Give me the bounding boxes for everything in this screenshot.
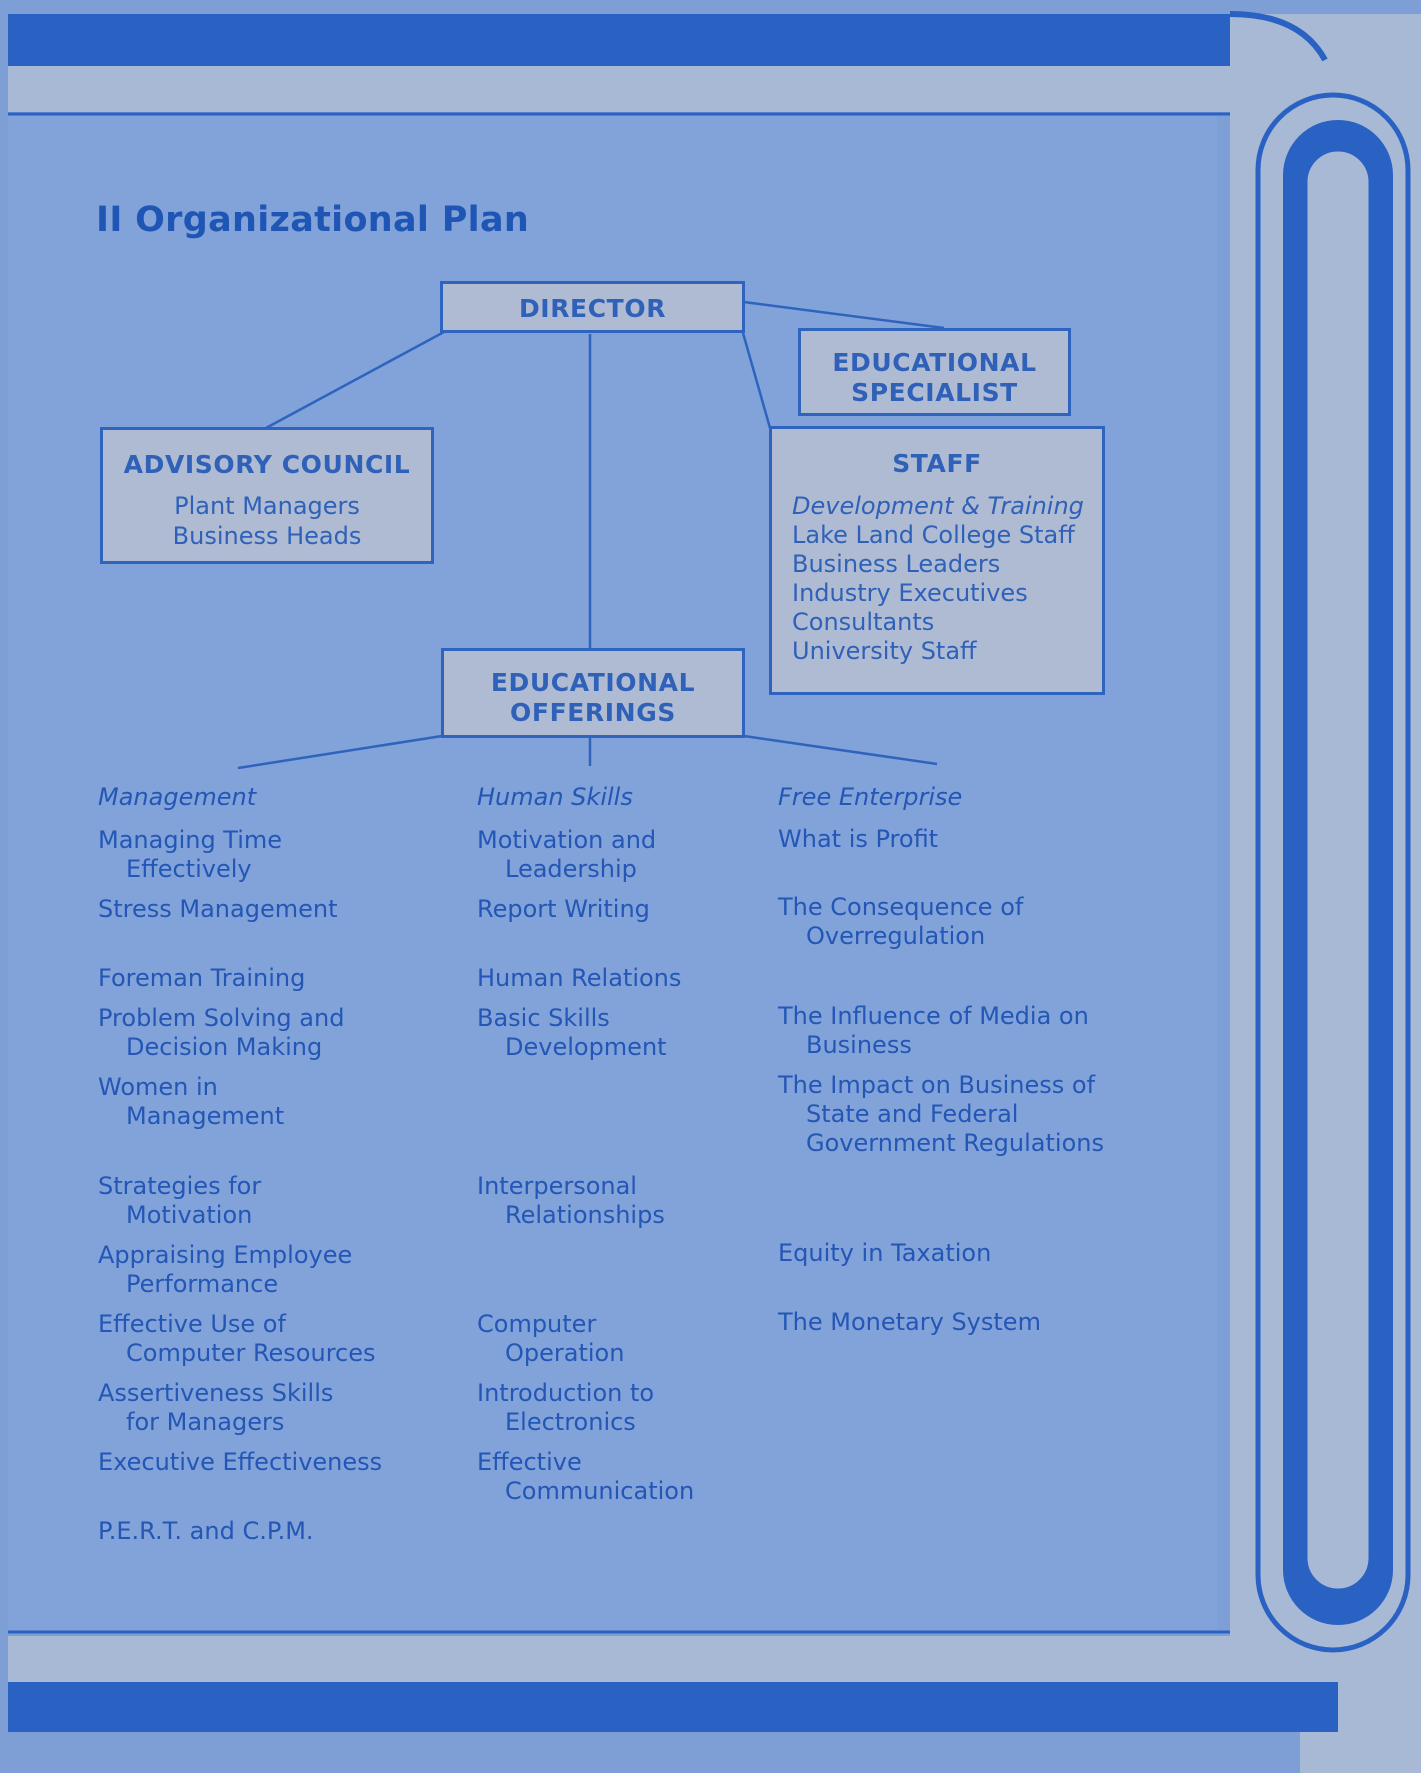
educational-specialist-box: EDUCATIONAL SPECIALIST — [798, 328, 1071, 416]
bottom-dark-band — [8, 1682, 1338, 1732]
advisory-member: Plant Managers — [174, 492, 360, 520]
staff-subtitle: Development & Training — [792, 492, 1084, 520]
advisory-council-label: ADVISORY COUNCIL — [123, 450, 411, 479]
column-heading: Management — [98, 783, 257, 811]
column-heading: Free Enterprise — [778, 783, 963, 811]
list-item: P.E.R.T. and C.P.M. — [98, 1517, 314, 1545]
director-box: DIRECTOR — [440, 281, 745, 333]
staff-label: STAFF — [892, 449, 982, 478]
line-director-staff — [741, 332, 772, 429]
specialist-line-2: SPECIALIST — [851, 378, 1018, 407]
staff-member: Consultants — [792, 608, 935, 636]
educational-offerings-box: EDUCATIONAL OFFERINGS — [441, 648, 745, 738]
list-item: Executive Effectiveness — [98, 1448, 383, 1476]
column-heading: Human Skills — [477, 783, 633, 811]
list-item: Report Writing — [477, 895, 650, 923]
bottom-light-band — [8, 1636, 1338, 1682]
top-light-band — [8, 66, 1308, 112]
specialist-line-1: EDUCATIONAL — [832, 348, 1037, 377]
offerings-line-1: EDUCATIONAL — [490, 668, 696, 697]
offerings-line-2: OFFERINGS — [510, 698, 676, 727]
line-offerings-management — [237, 734, 443, 770]
list-item: The Monetary System — [778, 1308, 1041, 1336]
line-director-advisory — [265, 330, 445, 430]
line-offerings-free-enterprise — [743, 734, 938, 766]
page-title: II Organizational Plan — [96, 200, 530, 240]
advisory-member: Business Heads — [172, 522, 362, 550]
list-item: Equity in Taxation — [778, 1239, 992, 1267]
staff-member: Industry Executives — [792, 579, 1028, 607]
director-label: DIRECTOR — [518, 294, 667, 323]
top-dark-band — [8, 14, 1308, 66]
right-loop-inner — [1306, 150, 1370, 1590]
staff-member: Lake Land College Staff — [792, 521, 1075, 549]
list-item: Foreman Training — [98, 964, 306, 992]
list-item: Stress Management — [98, 895, 338, 923]
staff-member: Business Leaders — [792, 550, 1001, 578]
staff-box: STAFF Development & Training Lake Land C… — [769, 426, 1105, 695]
staff-member: University Staff — [792, 637, 977, 665]
advisory-council-box: ADVISORY COUNCIL Plant Managers Business… — [100, 427, 434, 564]
list-item: Human Relations — [477, 964, 682, 992]
line-director-specialist — [743, 300, 945, 330]
list-item: What is Profit — [778, 825, 939, 853]
